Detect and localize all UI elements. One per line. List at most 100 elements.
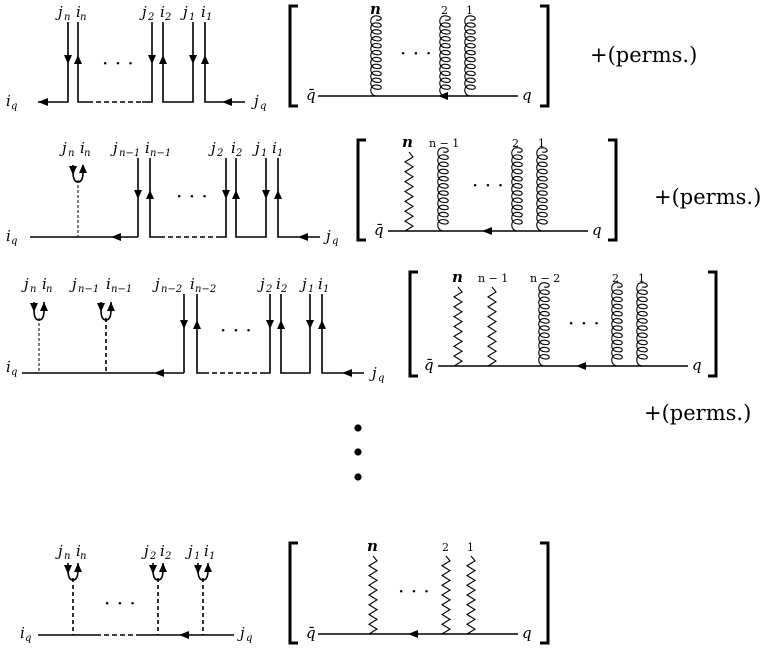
sub-2: 2 bbox=[280, 284, 287, 295]
photon bbox=[403, 151, 415, 232]
photon bbox=[452, 286, 464, 367]
sub-q: q bbox=[25, 633, 31, 644]
label-j: j bbox=[55, 542, 63, 560]
sub-q: q bbox=[11, 101, 17, 112]
gluon-label-2: 2 bbox=[512, 137, 519, 150]
row2-labels: j n i n j n−1 i n−1 j 2 i 2 j 1 i 1 · · … bbox=[6, 139, 338, 247]
photon-wiggle bbox=[486, 286, 498, 367]
ellipsis: · · · bbox=[398, 579, 430, 603]
photon-label-n-1: n − 1 bbox=[478, 272, 508, 285]
label-j: j bbox=[69, 275, 77, 293]
vertical-ellipsis bbox=[354, 424, 362, 481]
label-i: i bbox=[190, 275, 195, 293]
label-i: i bbox=[272, 139, 277, 157]
sub-q: q bbox=[260, 101, 266, 112]
photon-wiggle bbox=[403, 151, 415, 232]
quark-label-qbar: q̄ bbox=[306, 624, 316, 642]
gluon-coil bbox=[538, 282, 550, 367]
ellipsis: · · · bbox=[400, 41, 432, 65]
ellipsis: · · · bbox=[176, 184, 208, 208]
label-j: j bbox=[110, 139, 118, 157]
ellipsis: · · · bbox=[102, 51, 134, 75]
sub-1: 1 bbox=[194, 551, 200, 562]
perms-label: +(perms.) bbox=[590, 43, 697, 67]
sub-n-1: n−1 bbox=[150, 148, 171, 159]
sub-1: 1 bbox=[277, 148, 283, 159]
row1-bracket bbox=[288, 4, 550, 108]
label-j: j bbox=[323, 227, 331, 245]
label-i: i bbox=[6, 92, 11, 110]
label-i: i bbox=[6, 227, 11, 245]
label-j: j bbox=[185, 542, 193, 560]
sub-n-1: n−1 bbox=[78, 284, 99, 295]
sub-2: 2 bbox=[216, 148, 223, 159]
label-j: j bbox=[208, 139, 216, 157]
sub-n: n bbox=[46, 284, 52, 295]
row2-colorflow bbox=[30, 158, 320, 241]
gluon bbox=[611, 282, 623, 367]
photon bbox=[367, 555, 379, 635]
label-i: i bbox=[231, 139, 236, 157]
ellipsis: · · · bbox=[104, 591, 136, 615]
row1-feynman: n 2 1 · · · q̄ q bbox=[306, 0, 532, 104]
gluon bbox=[538, 282, 550, 367]
sub-1: 1 bbox=[209, 551, 215, 562]
row4-labels: j n i n j 2 i 2 j 1 i 1 · · · i q j q bbox=[20, 542, 252, 644]
label-j: j bbox=[139, 3, 147, 21]
label-j: j bbox=[237, 624, 245, 642]
label-j: j bbox=[21, 275, 29, 293]
label-i: i bbox=[276, 275, 281, 293]
photon bbox=[486, 286, 498, 367]
label-j: j bbox=[257, 275, 265, 293]
sub-1: 1 bbox=[323, 284, 329, 295]
sub-n-1: n−1 bbox=[111, 284, 132, 295]
photon-label-1: 1 bbox=[467, 541, 474, 554]
label-i: i bbox=[80, 139, 85, 157]
sub-q: q bbox=[378, 373, 384, 384]
gluon-label-1: 1 bbox=[466, 4, 473, 17]
row4-feynman: n 2 1 · · · q̄ q bbox=[306, 537, 532, 642]
gluon-coil bbox=[437, 147, 449, 232]
gluon-coil bbox=[464, 15, 476, 97]
label-i: i bbox=[204, 542, 209, 560]
gluon-coil bbox=[370, 15, 382, 97]
label-i: i bbox=[20, 624, 25, 642]
gluon bbox=[439, 15, 451, 97]
perms-label: +(perms.) bbox=[644, 401, 751, 425]
label-i: i bbox=[6, 358, 11, 376]
sub-1: 1 bbox=[189, 12, 195, 23]
photon-label-2: 2 bbox=[442, 541, 449, 554]
row1-labels: j n i n j 2 i 2 j 1 i 1 · · · i q j q bbox=[6, 3, 266, 112]
label-i: i bbox=[160, 3, 165, 21]
gluon-coil bbox=[611, 282, 623, 367]
label-i: i bbox=[42, 275, 47, 293]
gluon bbox=[511, 147, 523, 232]
ellipsis: · · · bbox=[472, 173, 504, 197]
label-j: j bbox=[152, 275, 160, 293]
sub-n: n bbox=[80, 12, 86, 23]
sub-2: 2 bbox=[164, 12, 171, 23]
photon bbox=[465, 555, 477, 635]
sub-2: 2 bbox=[235, 148, 242, 159]
row3-labels: j n i n j n−1 i n−1 j n−2 i n−2 j 2 i 2 … bbox=[6, 275, 384, 384]
sub-q: q bbox=[332, 236, 338, 247]
gluon-coil bbox=[636, 282, 648, 367]
sub-1: 1 bbox=[308, 284, 314, 295]
gluon-label-2: 2 bbox=[612, 272, 619, 285]
sub-1: 1 bbox=[206, 12, 212, 23]
photon bbox=[440, 555, 452, 635]
photon-label-n: n bbox=[367, 537, 378, 555]
label-j: j bbox=[55, 3, 63, 21]
gluon-label-1: 1 bbox=[638, 272, 645, 285]
photon-wiggle bbox=[465, 555, 477, 635]
row1-colorflow bbox=[38, 22, 245, 106]
gluon bbox=[536, 147, 548, 232]
sub-1: 1 bbox=[261, 148, 267, 159]
label-i: i bbox=[76, 3, 81, 21]
label-j: j bbox=[252, 139, 260, 157]
row3-colorflow bbox=[22, 294, 364, 377]
photon-wiggle bbox=[367, 555, 379, 635]
gluon-label-2: 2 bbox=[441, 4, 448, 17]
photon-wiggle bbox=[440, 555, 452, 635]
label-j: j bbox=[59, 139, 67, 157]
